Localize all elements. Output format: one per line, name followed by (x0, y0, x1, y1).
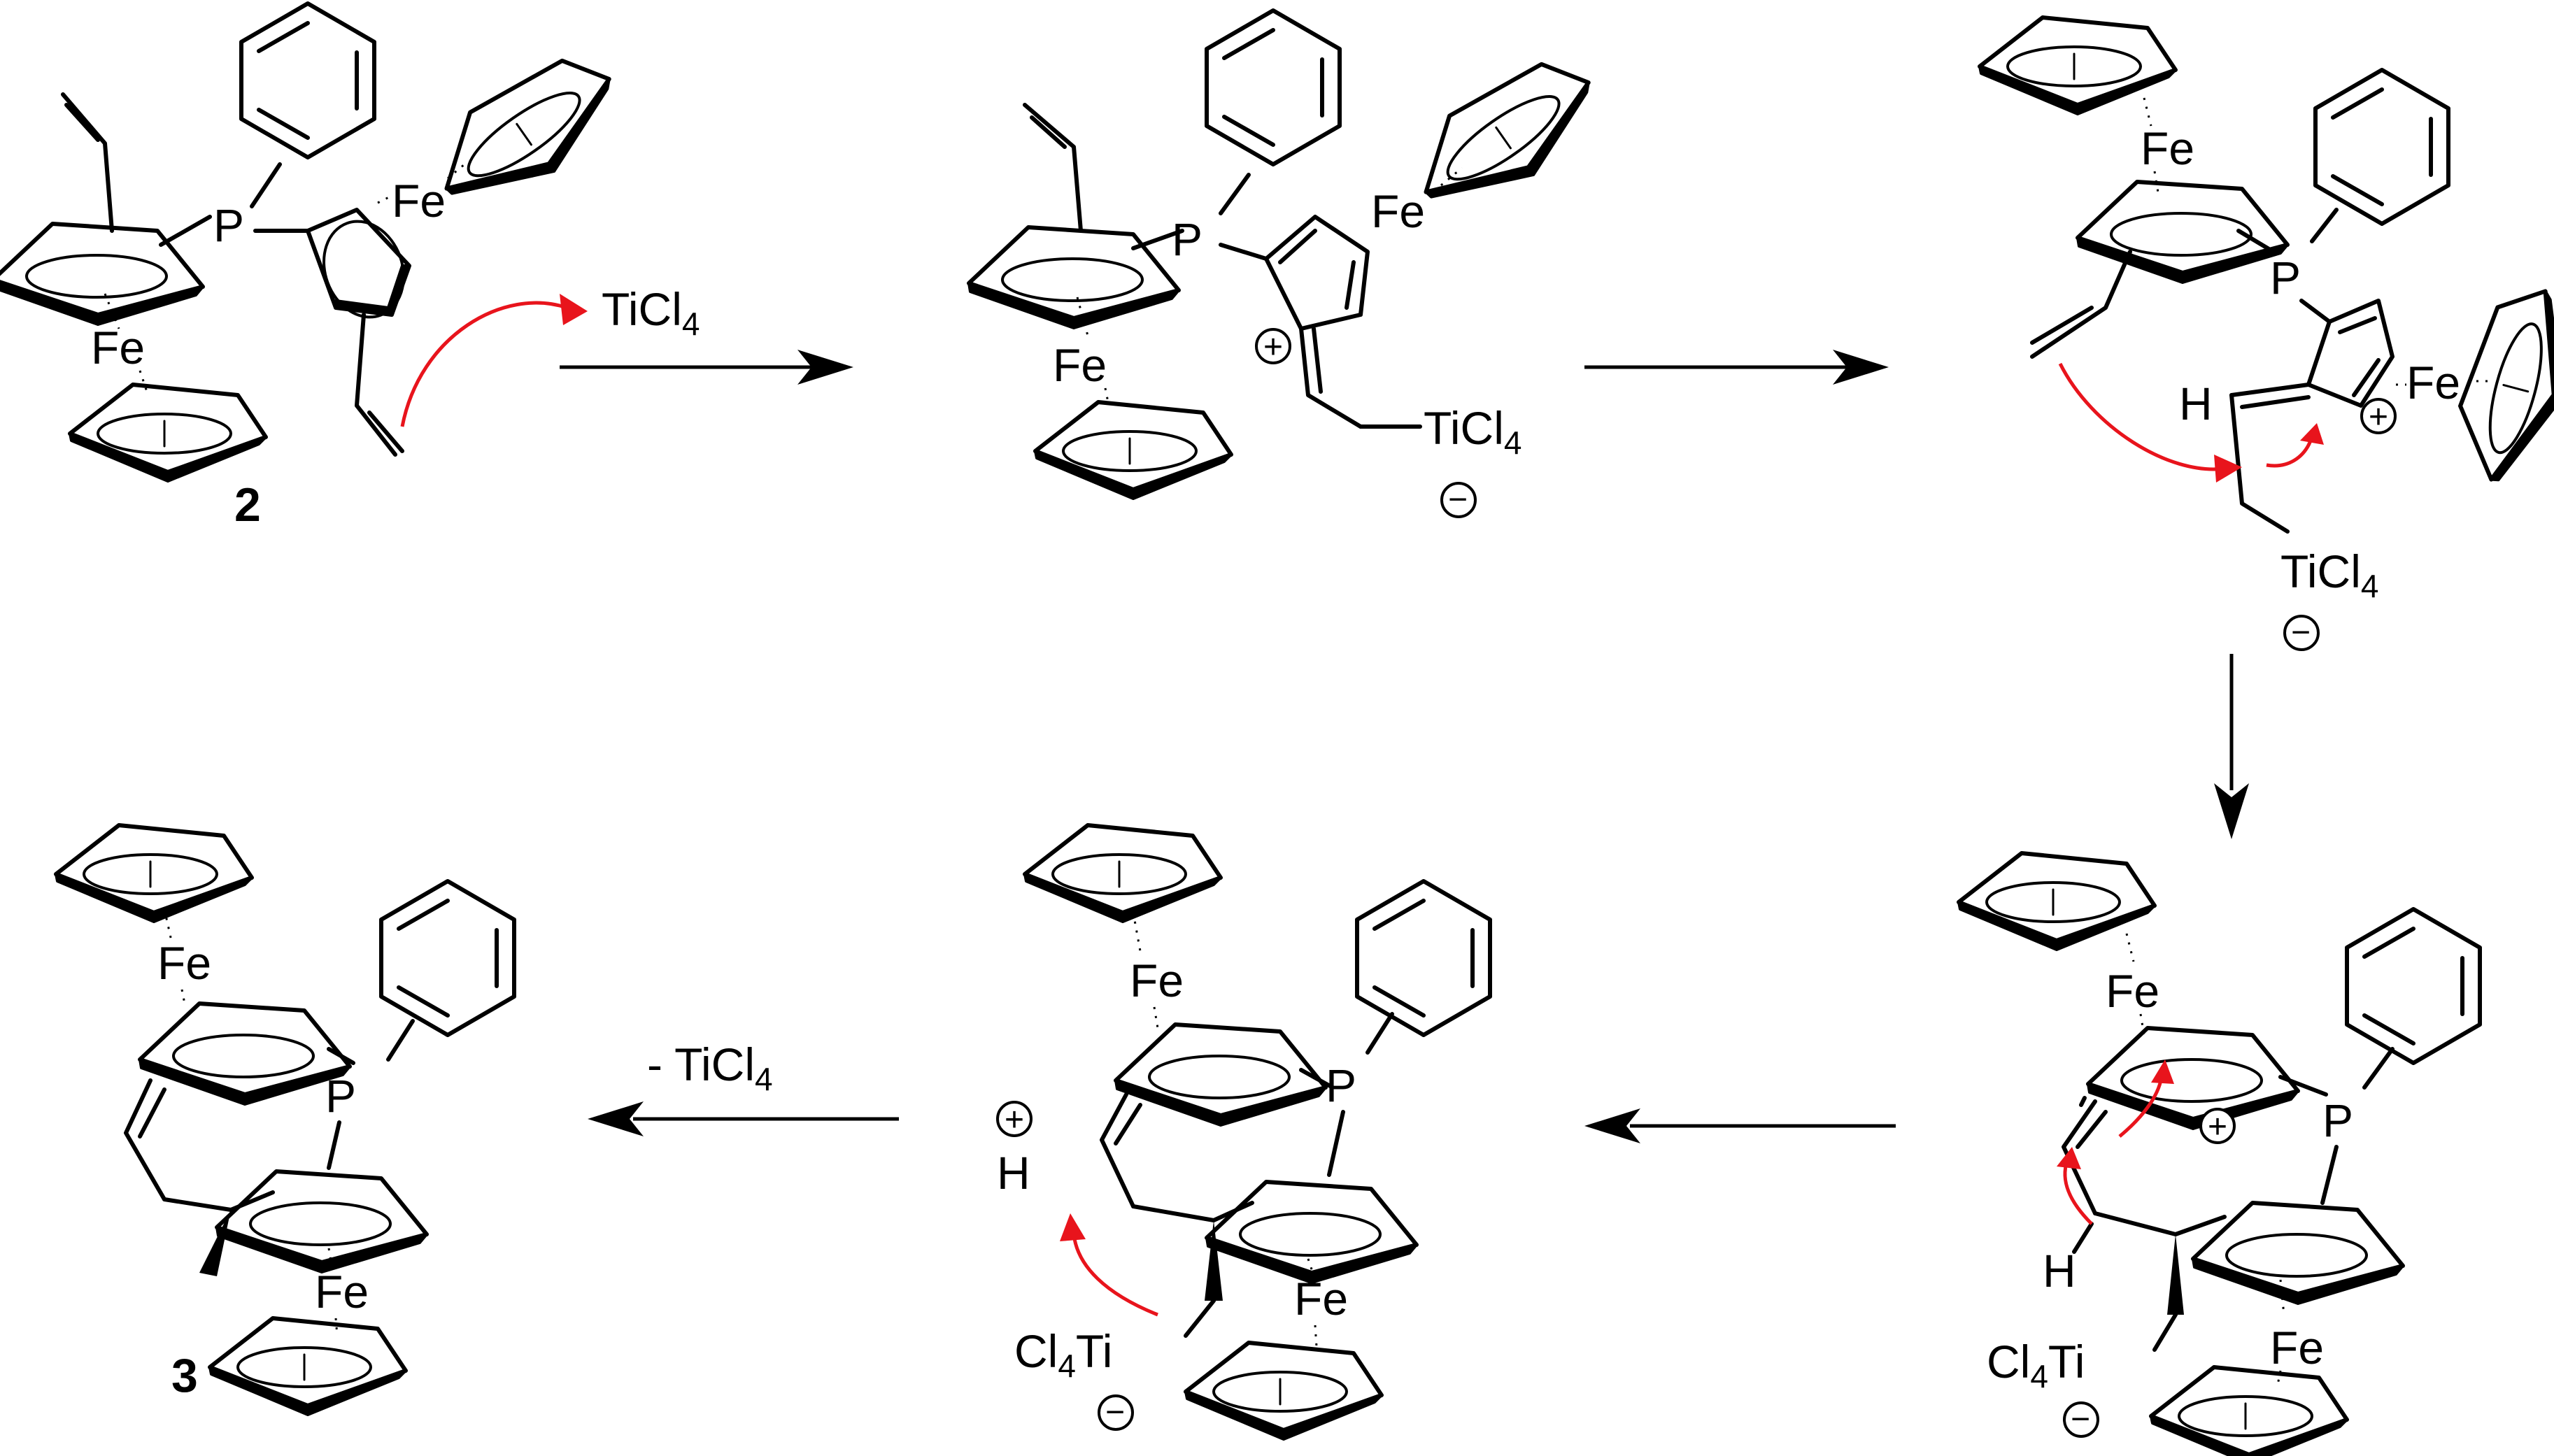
intermediate-d: Fe P H Cl4Ti + − Fe (1959, 853, 2480, 1456)
reaction-arrow-3 (2214, 654, 2249, 839)
iron-label-2: Fe (2270, 1322, 2324, 1373)
svg-text:−: − (1448, 481, 1468, 518)
iron-label-1: Fe (91, 322, 145, 373)
svg-text:−: − (2071, 1401, 2090, 1438)
intermediate-e: Fe P Cl4Ti − + H Fe (996, 825, 1490, 1439)
svg-text:+: + (1263, 329, 1283, 366)
iron-label-2: Fe (2406, 357, 2460, 408)
svg-text:+: + (1005, 1101, 1024, 1139)
ticl4-group: TiCl4 (2280, 545, 2378, 604)
intermediate-c: Fe P H TiCl4 + − Fe (1980, 17, 2554, 651)
iron-label-1: Fe (157, 937, 211, 989)
hydrogen-label: H (2179, 378, 2213, 429)
iron-label-1: Fe (2106, 965, 2159, 1017)
iron-label-1: Fe (1053, 339, 1107, 391)
svg-text:+: + (2369, 399, 2388, 436)
phosphorus-label: P (325, 1070, 356, 1122)
svg-text:−: − (1105, 1394, 1125, 1431)
ticl4-group: TiCl4 (1424, 402, 1521, 461)
reaction-arrow-4 (1584, 1108, 1896, 1143)
iron-label-2: Fe (1294, 1273, 1348, 1325)
phosphorus-label: P (2322, 1094, 2353, 1146)
iron-label-1: Fe (1130, 955, 1184, 1006)
phosphorus-label: P (2270, 252, 2301, 304)
intermediate-b: P TiCl4 + − Fe Fe (969, 10, 1614, 518)
compound-3-label: 3 (171, 1349, 198, 1402)
iron-label-2: Fe (1371, 185, 1425, 237)
svg-text:+: + (2208, 1108, 2227, 1145)
reagent-minus-ticl4: - TiCl4 (647, 1039, 773, 1097)
compound-2: P Fe Fe 2 (0, 3, 634, 531)
iron-label-2: Fe (392, 175, 446, 227)
iron-label-2: Fe (315, 1266, 369, 1318)
phosphorus-label: P (213, 199, 244, 251)
compound-3: Fe P Fe 3 (56, 825, 514, 1415)
reaction-arrow-2 (1584, 350, 1889, 385)
reaction-arrow-1: TiCl4 (560, 283, 853, 385)
iron-label-1: Fe (2141, 122, 2194, 174)
hydrogen-label: H (2043, 1245, 2076, 1297)
compound-2-label: 2 (234, 478, 261, 531)
phosphorus-label: P (1326, 1059, 1356, 1111)
svg-text:−: − (2291, 614, 2311, 651)
reaction-arrow-5: - TiCl4 (588, 1039, 899, 1136)
proton-label: H (997, 1147, 1030, 1199)
ticl4-group: Cl4Ti (1014, 1325, 1112, 1384)
phosphorus-label: P (1172, 213, 1202, 265)
reagent-ticl4: TiCl4 (602, 283, 700, 342)
ticl4-group: Cl4Ti (1987, 1336, 2085, 1394)
